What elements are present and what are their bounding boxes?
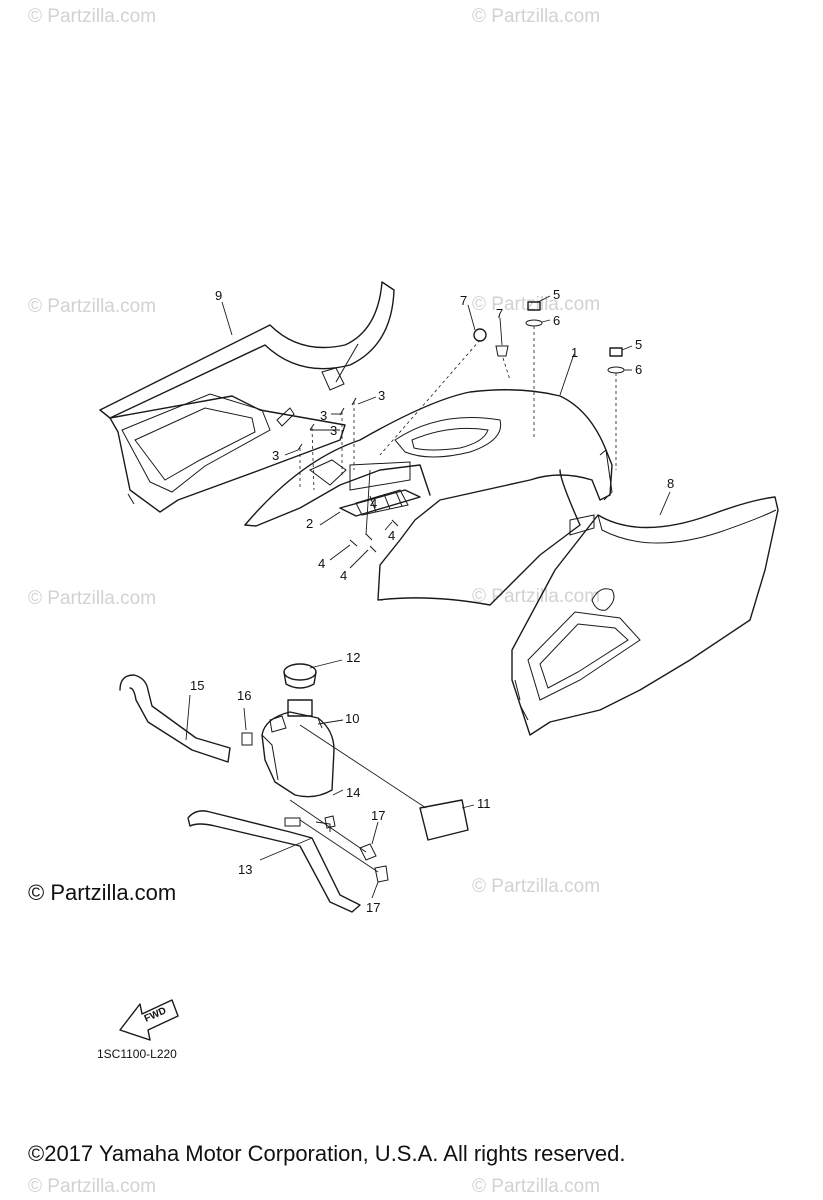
callout-6b: 6	[635, 362, 642, 377]
callout-11: 11	[477, 796, 491, 811]
callout-3d: 3	[272, 448, 279, 463]
callout-4b: 4	[388, 528, 395, 543]
callout-14: 14	[346, 785, 360, 800]
watermark-center-left: © Partzilla.com	[28, 588, 156, 609]
watermark-top-left: © Partzilla.com	[28, 6, 156, 27]
callout-12: 12	[346, 650, 360, 665]
part-8-right-side-cover	[511, 496, 779, 736]
diagram-code: 1SC1100-L220	[97, 1047, 177, 1061]
watermark-mid-right: © Partzilla.com	[472, 294, 600, 315]
callout-13: 13	[238, 862, 252, 877]
watermark-bottom-right: © Partzilla.com	[472, 1176, 600, 1197]
callout-labels: 9 7 7 5 6 5 6 1 3 3 3 3 2 4 4 4 4 8 12 1…	[190, 287, 674, 915]
copyright-notice: ©2017 Yamaha Motor Corporation, U.S.A. A…	[28, 1141, 625, 1166]
callout-4a: 4	[370, 496, 377, 511]
callout-15: 15	[190, 678, 204, 693]
fwd-arrow-icon	[119, 999, 179, 1041]
watermark-mid-left: © Partzilla.com	[28, 296, 156, 317]
part-2-bracket	[339, 489, 421, 517]
fwd-arrow: FWD	[119, 999, 179, 1041]
leader-lines	[185, 295, 671, 899]
part-11-14-17-small-parts	[315, 799, 469, 883]
callout-7a: 7	[460, 293, 467, 308]
callout-1: 1	[571, 345, 578, 360]
callout-3b: 3	[320, 408, 327, 423]
callout-17b: 17	[366, 900, 380, 915]
callout-6a: 6	[553, 313, 560, 328]
watermark-top-right: © Partzilla.com	[472, 6, 600, 27]
watermark-bottom-left: © Partzilla.com	[28, 1176, 156, 1197]
callout-4d: 4	[340, 568, 347, 583]
callout-17a: 17	[371, 808, 385, 823]
callout-7b: 7	[496, 306, 503, 321]
callout-5b: 5	[635, 337, 642, 352]
part-9-left-side-cover	[99, 281, 395, 513]
callout-16: 16	[237, 688, 251, 703]
callout-3c: 3	[330, 423, 337, 438]
part-10-12-reservoir-tank	[261, 663, 336, 829]
callout-3a: 3	[378, 388, 385, 403]
part-1-front-fender	[244, 389, 613, 606]
callout-8: 8	[667, 476, 674, 491]
fasteners-3-4	[297, 397, 399, 553]
callout-10: 10	[345, 711, 359, 726]
callout-2: 2	[306, 516, 313, 531]
part-13-pipe	[187, 810, 361, 913]
hardware-top	[379, 301, 625, 470]
watermark-primary: © Partzilla.com	[28, 880, 176, 905]
watermark-layer: © Partzilla.com © Partzilla.com © Partzi…	[28, 6, 600, 1197]
callout-4c: 4	[318, 556, 325, 571]
watermark-lower-right: © Partzilla.com	[472, 876, 600, 897]
callout-9: 9	[215, 288, 222, 303]
callout-5a: 5	[553, 287, 560, 302]
part-15-16-hose	[119, 674, 253, 763]
